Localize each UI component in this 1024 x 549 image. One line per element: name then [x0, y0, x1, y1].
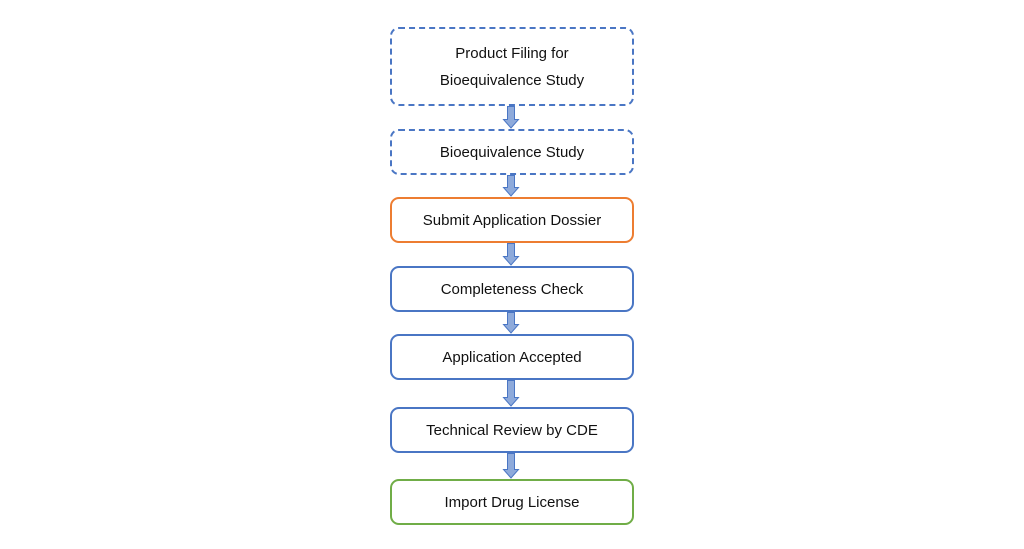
step-product-filing: Product Filing for Bioequivalence Study [390, 27, 634, 106]
down-arrow-icon [502, 106, 520, 129]
step-product-filing-line-2: Bioequivalence Study [439, 71, 585, 89]
step-application-accepted: Application Accepted [390, 334, 634, 380]
step-technical-review-label: Technical Review by CDE [426, 421, 598, 439]
step-bioequivalence-study: Bioequivalence Study [390, 129, 634, 175]
step-completeness-check-label: Completeness Check [440, 280, 584, 298]
down-arrow-icon [502, 380, 520, 407]
step-product-filing-label: Product Filing for Bioequivalence Study [440, 40, 584, 94]
step-technical-review: Technical Review by CDE [390, 407, 634, 453]
step-import-drug-license: Import Drug License [390, 479, 634, 525]
step-submit-dossier-label: Submit Application Dossier [422, 211, 602, 229]
down-arrow-icon [502, 175, 520, 197]
down-arrow-icon [502, 312, 520, 334]
down-arrow-icon [502, 453, 520, 479]
step-submit-dossier: Submit Application Dossier [390, 197, 634, 243]
down-arrow-icon [502, 243, 520, 266]
step-bioequivalence-study-label: Bioequivalence Study [439, 143, 585, 161]
step-completeness-check: Completeness Check [390, 266, 634, 312]
step-product-filing-line-1: Product Filing for [455, 44, 569, 62]
step-import-drug-license-label: Import Drug License [444, 493, 580, 511]
step-application-accepted-label: Application Accepted [442, 348, 582, 366]
